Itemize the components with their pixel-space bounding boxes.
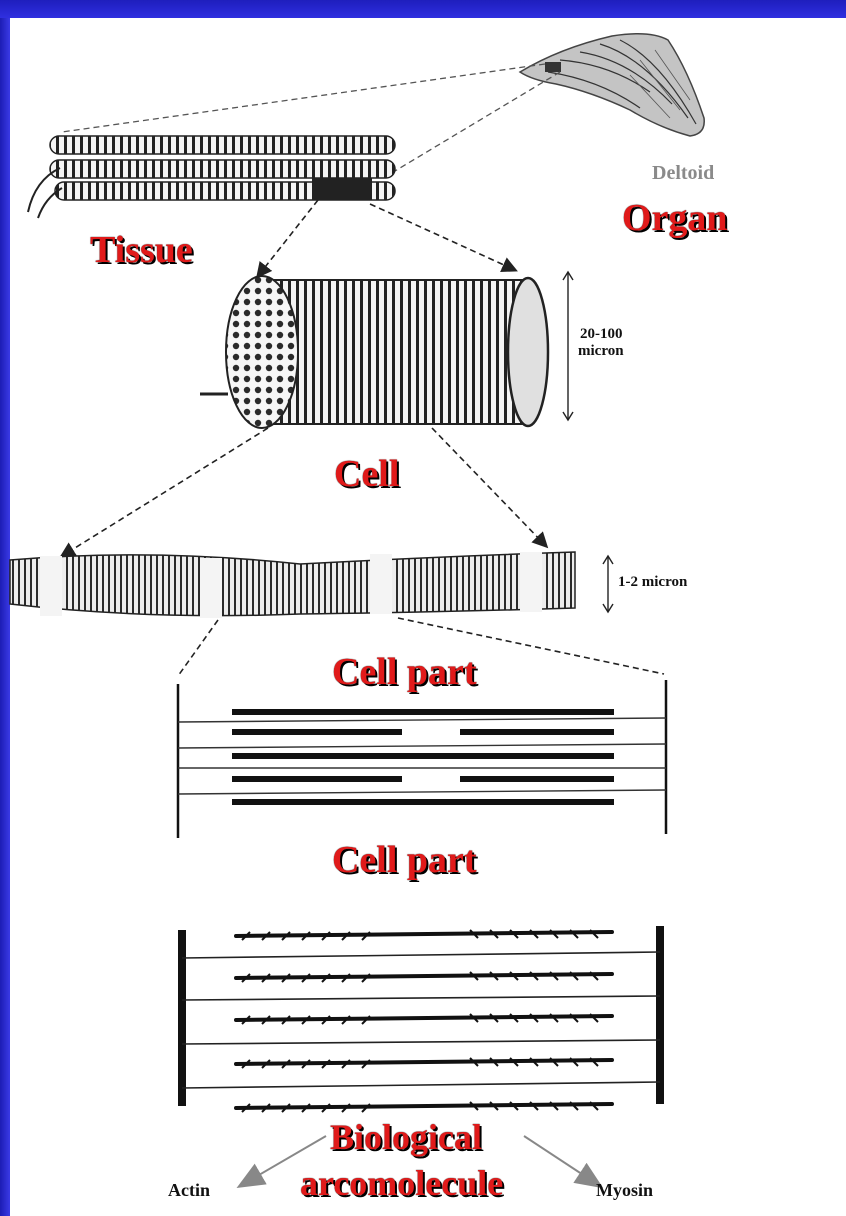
sarcomere-schematic <box>178 680 666 838</box>
myofibril-band <box>10 552 613 618</box>
myofibril-diameter-label: 1-2 micron <box>618 574 687 591</box>
deltoid-label: Deltoid <box>652 162 714 185</box>
cell-diameter-value: 20-100 <box>580 326 623 343</box>
tissue-to-cell-arrows <box>258 200 515 276</box>
cell-to-myofibril-arrows <box>62 428 546 556</box>
cell-diameter-unit: micron <box>578 343 624 360</box>
tissue-level-label: Tissue <box>90 228 193 272</box>
cell-level-label: Cell <box>334 452 399 496</box>
molecular-sarcomere <box>182 926 660 1112</box>
cell-part-label-2: Cell part <box>332 838 477 882</box>
muscle-tissue-fibres <box>28 136 395 218</box>
cell-part-label-1: Cell part <box>332 650 477 694</box>
deltoid-organ-drawing <box>520 34 704 136</box>
actin-label: Actin <box>168 1180 210 1201</box>
organ-level-label: Organ <box>622 196 728 240</box>
myosin-label: Myosin <box>596 1180 653 1201</box>
macromolecule-label-line2: arcomolecule <box>300 1162 503 1204</box>
macromolecule-label-line1: Biological <box>330 1116 482 1158</box>
muscle-cell-cylinder <box>200 272 573 428</box>
